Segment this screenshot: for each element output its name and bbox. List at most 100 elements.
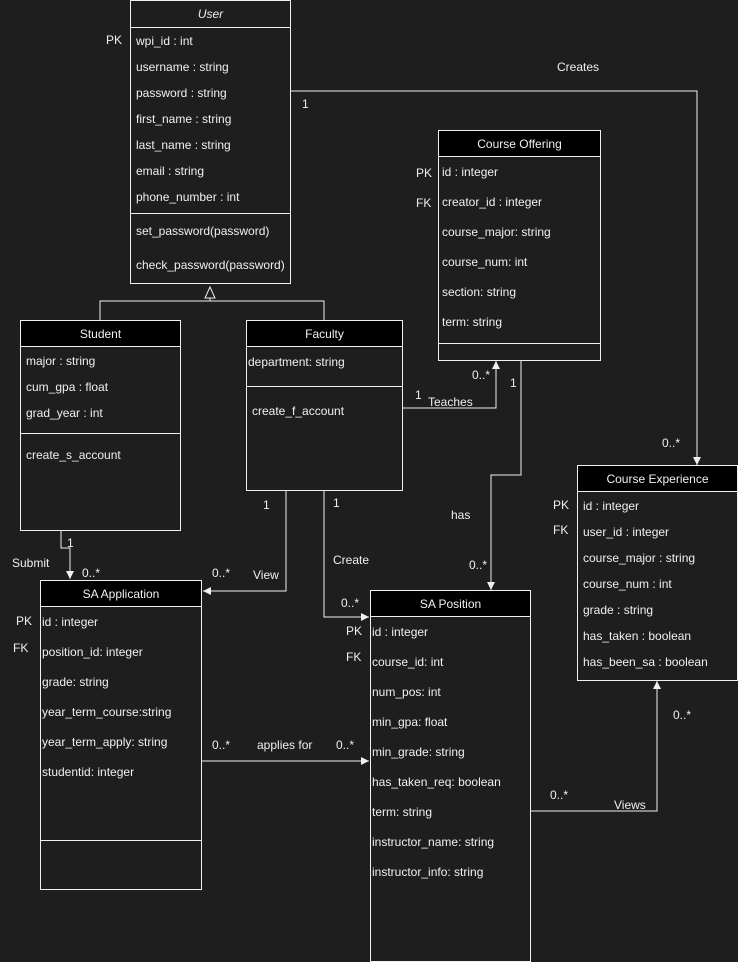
teaches-line bbox=[402, 361, 500, 409]
sa-application-class-box[interactable]: SA Application id : integer position_id:… bbox=[40, 580, 202, 890]
user-class-box[interactable]: User wpi_id : int username : string pass… bbox=[130, 0, 291, 284]
sa-application-attr-year-term-apply: year_term_apply: string bbox=[42, 735, 168, 749]
course-experience-attr-has-taken: has_taken : boolean bbox=[583, 629, 692, 643]
course-offering-attr-course-major: course_major: string bbox=[442, 225, 551, 239]
student-attr-grad-year: grad_year : int bbox=[26, 406, 103, 420]
course-offering-pk-label: PK bbox=[416, 166, 433, 180]
sa-position-fk-label: FK bbox=[346, 650, 362, 664]
has-label: has bbox=[451, 508, 471, 522]
sa-position-attr-id: id : integer bbox=[372, 625, 429, 639]
faculty-attr-department: department: string bbox=[248, 355, 345, 369]
course-experience-fk-label: FK bbox=[553, 523, 569, 537]
user-class-header: User bbox=[131, 1, 290, 28]
user-attr-username: username : string bbox=[136, 60, 229, 74]
sa-position-attr-term: term: string bbox=[372, 805, 433, 819]
student-class-box[interactable]: Student major : string cum_gpa : float g… bbox=[20, 320, 181, 531]
creates-mult-target: 0..* bbox=[662, 436, 681, 450]
submit-label: Submit bbox=[12, 556, 50, 570]
view-label: View bbox=[253, 568, 279, 582]
course-experience-class-box[interactable]: Course Experience id : integer user_id :… bbox=[577, 465, 738, 681]
user-attr-email: email : string bbox=[136, 164, 205, 178]
sa-position-attr-instructor-info: instructor_info: string bbox=[372, 865, 484, 879]
user-attr-phone-number: phone_number : int bbox=[136, 190, 240, 204]
sa-position-attr-course-id: course_id: int bbox=[372, 655, 444, 669]
course-offering-attr-term: term: string bbox=[442, 315, 503, 329]
user-method-check-password: check_password(password) bbox=[136, 258, 285, 272]
course-offering-class-box[interactable]: Course Offering id : integer creator_id … bbox=[438, 130, 601, 361]
user-divider bbox=[131, 213, 290, 214]
sa-position-class-header: SA Position bbox=[371, 591, 530, 617]
has-mult-target: 0..* bbox=[469, 558, 488, 572]
submit-line bbox=[60, 530, 74, 579]
course-offering-class-header: Course Offering bbox=[439, 131, 600, 157]
views-mult-source: 0..* bbox=[550, 788, 569, 802]
student-class-title: Student bbox=[79, 327, 122, 341]
view-line bbox=[203, 491, 287, 595]
inheritance-arrowhead bbox=[204, 285, 216, 299]
sa-position-attr-min-grade: min_grade: string bbox=[372, 745, 465, 759]
student-method-create-s-account: create_s_account bbox=[26, 448, 121, 462]
sa-application-attr-studentid: studentid: integer bbox=[42, 765, 135, 779]
user-method-set-password: set_password(password) bbox=[136, 224, 270, 238]
student-class-header: Student bbox=[21, 321, 180, 347]
course-experience-pk-label: PK bbox=[553, 498, 570, 512]
user-pk-label: PK bbox=[106, 33, 123, 47]
course-experience-attr-grade: grade : string bbox=[583, 603, 654, 617]
course-experience-attr-user-id: user_id : integer bbox=[583, 525, 670, 539]
has-mult-source: 1 bbox=[510, 376, 517, 390]
submit-mult-source: 1 bbox=[67, 536, 74, 550]
user-class-title: User bbox=[197, 7, 224, 21]
views-label: Views bbox=[614, 798, 646, 812]
sa-application-attr-grade: grade: string bbox=[42, 675, 109, 689]
student-attr-cum-gpa: cum_gpa : float bbox=[26, 380, 109, 394]
faculty-class-box[interactable]: Faculty department: string create_f_acco… bbox=[246, 320, 403, 491]
create-mult-target: 0..* bbox=[341, 596, 360, 610]
course-offering-divider bbox=[439, 343, 600, 344]
view-mult-target: 0..* bbox=[212, 566, 231, 580]
create-label: Create bbox=[333, 553, 370, 567]
sa-application-divider bbox=[41, 840, 201, 841]
sa-position-attr-instructor-name: instructor_name: string bbox=[372, 835, 495, 849]
faculty-method-create-f-account: create_f_account bbox=[252, 404, 345, 418]
course-offering-class-title: Course Offering bbox=[477, 137, 562, 151]
course-offering-attr-course-num: course_num: int bbox=[442, 255, 528, 269]
user-attr-first-name: first_name : string bbox=[136, 112, 232, 126]
views-mult-target: 0..* bbox=[673, 708, 692, 722]
has-line bbox=[487, 361, 522, 590]
create-mult-source: 1 bbox=[333, 496, 340, 510]
applies-for-label: applies for bbox=[257, 738, 313, 752]
course-experience-attr-course-major: course_major : string bbox=[583, 551, 696, 565]
student-attr-major: major : string bbox=[26, 354, 96, 368]
sa-application-fk-label: FK bbox=[13, 641, 29, 655]
sa-position-attr-num-pos: num_pos: int bbox=[372, 685, 441, 699]
course-experience-class-title: Course Experience bbox=[606, 472, 709, 486]
sa-position-class-box[interactable]: SA Position id : integer course_id: int … bbox=[370, 590, 531, 962]
faculty-class-title: Faculty bbox=[305, 327, 344, 341]
course-experience-class-header: Course Experience bbox=[578, 466, 737, 492]
views-line bbox=[531, 681, 661, 812]
user-attr-password: password : string bbox=[136, 86, 227, 100]
creates-mult-source: 1 bbox=[302, 97, 309, 111]
user-attr-wpi-id: wpi_id : int bbox=[136, 34, 193, 48]
sa-position-attr-min-gpa: min_gpa: float bbox=[372, 715, 448, 729]
course-experience-attr-id: id : integer bbox=[583, 499, 640, 513]
course-offering-attr-creator-id: creator_id : integer bbox=[442, 195, 543, 209]
user-attr-last-name: last_name : string bbox=[136, 138, 231, 152]
sa-application-attr-id: id : integer bbox=[42, 615, 99, 629]
teaches-mult-source: 1 bbox=[415, 388, 422, 402]
sa-position-attr-has-taken-req: has_taken_req: boolean bbox=[372, 775, 501, 789]
course-offering-attr-id: id : integer bbox=[442, 165, 499, 179]
course-offering-attr-section: section: string bbox=[442, 285, 517, 299]
sa-position-class-title: SA Position bbox=[419, 597, 482, 611]
faculty-divider bbox=[247, 386, 402, 387]
applies-for-mult-source: 0..* bbox=[212, 738, 231, 752]
sa-application-attr-position-id: position_id: integer bbox=[42, 645, 143, 659]
create-line bbox=[323, 491, 369, 621]
teaches-mult-target: 0..* bbox=[472, 368, 491, 382]
sa-application-attr-year-term-course: year_term_course:string bbox=[42, 705, 172, 719]
creates-line bbox=[291, 90, 701, 465]
sa-application-class-title: SA Application bbox=[82, 587, 160, 601]
course-offering-fk-label: FK bbox=[416, 196, 432, 210]
sa-position-pk-label: PK bbox=[346, 624, 363, 638]
